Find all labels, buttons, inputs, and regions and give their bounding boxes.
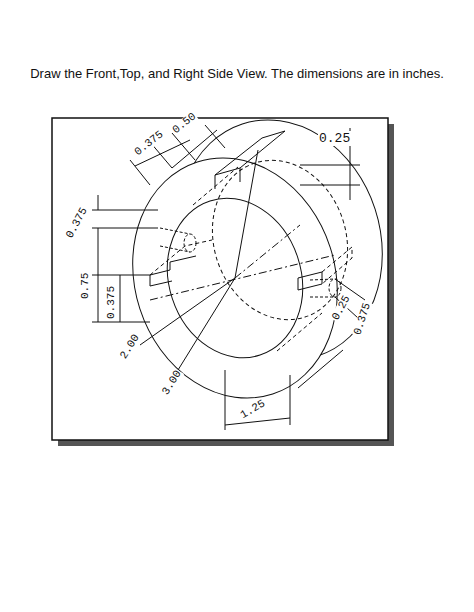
dimension-label: 0.375 (106, 285, 117, 320)
dimension-label: 0.25 (318, 131, 351, 146)
title: Draw the Front,Top, and Right Side View.… (0, 66, 474, 81)
dimension-label: 0.75 (80, 272, 91, 300)
